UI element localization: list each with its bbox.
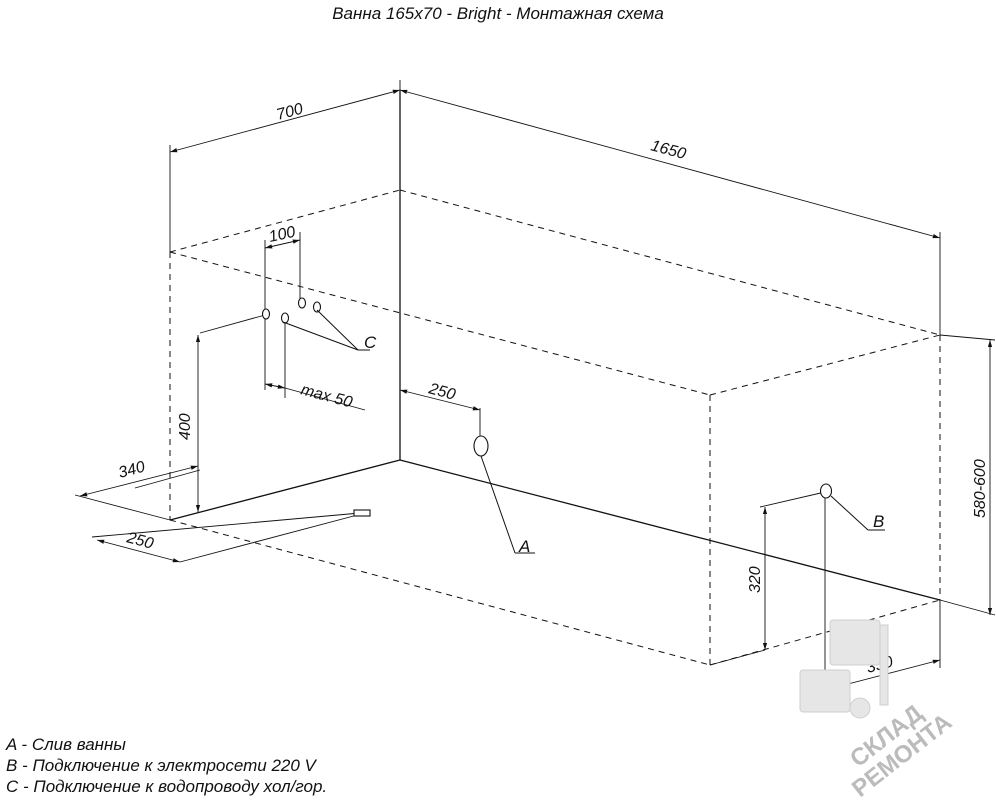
legend-item-c: C - Подключение к водопроводу хол/гор. — [6, 777, 328, 796]
watermark-logo: СКЛАД РЕМОНТА — [799, 619, 957, 800]
dim-height-range: 580-600 — [972, 459, 989, 518]
legend-item-b: B - Подключение к электросети 220 V — [6, 756, 316, 775]
dim-width-700: 700 — [275, 101, 305, 124]
label-b: B — [873, 512, 884, 531]
dim-drain-offset: 250 — [426, 380, 457, 404]
diagram-title: Ванна 165х70 - Bright - Монтажная схема — [332, 4, 664, 23]
dimension-lines — [79, 89, 993, 691]
legend-item-a: A - Слив ванны — [6, 735, 126, 754]
dim-c-height: 400 — [177, 413, 194, 440]
connection-points — [261, 297, 833, 517]
dim-side-340: 340 — [117, 459, 147, 482]
dim-side-250: 250 — [124, 529, 155, 553]
dim-length-1650: 1650 — [649, 137, 688, 163]
label-a: A — [518, 537, 530, 556]
back-wall — [169, 90, 941, 601]
dim-c-spacing: 100 — [267, 224, 297, 246]
dim-c-offset: max 50 — [299, 381, 354, 411]
bathtub-outline — [169, 189, 941, 666]
label-c: C — [364, 333, 377, 352]
leader-lines — [282, 309, 885, 554]
legend: A - Слив ванны B - Подключение к электро… — [6, 734, 327, 797]
dim-b-height: 320 — [747, 566, 764, 593]
